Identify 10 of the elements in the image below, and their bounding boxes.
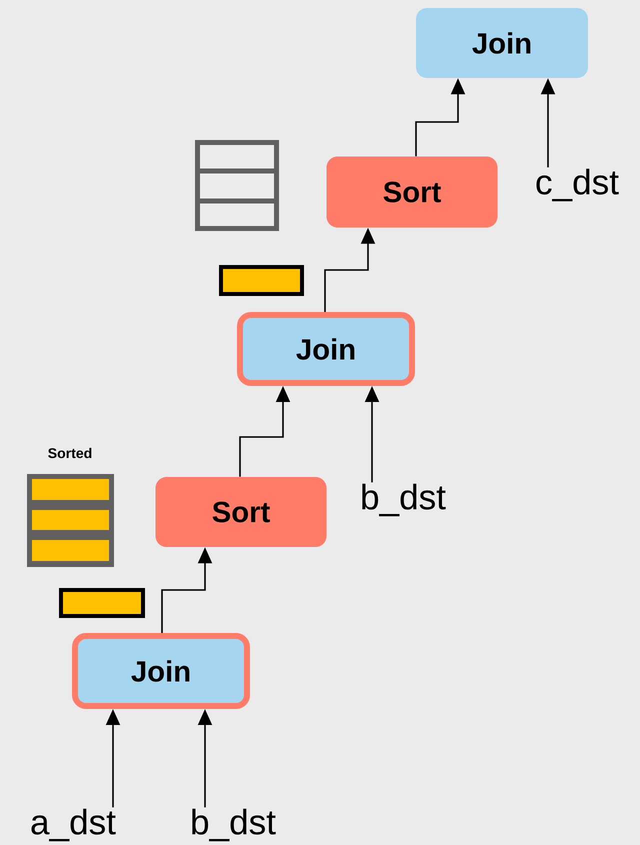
process-box: Join (416, 8, 588, 78)
process-box: Join (237, 312, 415, 386)
sort-box: Sort (326, 156, 498, 228)
table-label: Sorted (48, 448, 92, 458)
input-label: a_dst (32, 808, 116, 842)
sort-box: Sort (156, 477, 326, 547)
process-box: Join (72, 633, 250, 709)
input-label: b_dst (192, 808, 276, 842)
input-label: c_dst (536, 168, 619, 202)
input-label: b_dst (362, 484, 446, 516)
